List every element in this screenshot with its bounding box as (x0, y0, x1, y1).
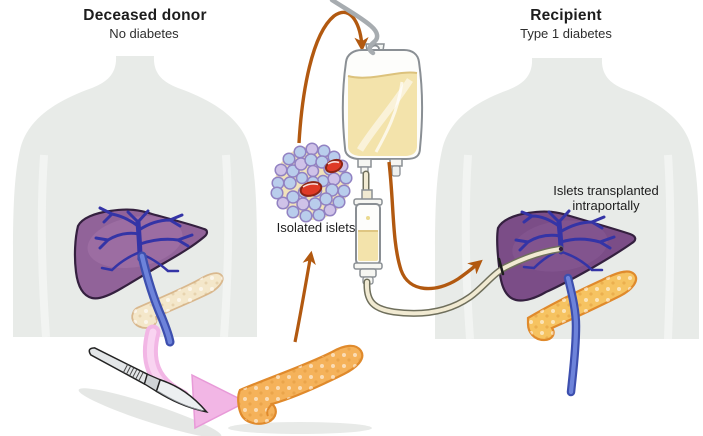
iv-pole-hook-icon (329, 0, 380, 56)
scalpel-icon (88, 347, 209, 413)
recipient-subtitle: Type 1 diabetes (520, 26, 612, 41)
pancreas-to-islets-arrow-icon (293, 250, 316, 343)
scalpel-shadow (78, 388, 222, 436)
excised-pancreas-icon (237, 344, 364, 425)
pancreas-shadow (228, 422, 372, 434)
islets-to-bag-arrow-icon (297, 10, 369, 144)
drip-chamber-icon (353, 189, 383, 285)
donor-pancreas-icon (131, 272, 224, 329)
donor-torso-silhouette (13, 56, 257, 338)
islets-transplanted-line1: Islets transplanted (553, 183, 659, 198)
isolated-islets-label: Isolated islets (276, 220, 356, 235)
recipient-liver-icon (496, 209, 637, 302)
infusion-arrow-icon (387, 161, 483, 291)
recipient-pancreas-icon (526, 270, 638, 342)
isolated-islets-icon (270, 142, 353, 223)
donor-subtitle: No diabetes (109, 26, 179, 41)
iv-bag-icon (341, 43, 424, 177)
donor-portal-vein (137, 251, 175, 347)
islets-transplanted-line2: intraportally (572, 198, 640, 213)
catheter-tube (363, 245, 564, 317)
recipient-title: Recipient (530, 7, 602, 24)
islets-transplanted-label: Islets transplanted intraportally (553, 183, 659, 213)
recipient-portal-vein (563, 273, 581, 397)
donor-title: Deceased donor (83, 7, 207, 24)
islet-red-cells (299, 158, 344, 197)
